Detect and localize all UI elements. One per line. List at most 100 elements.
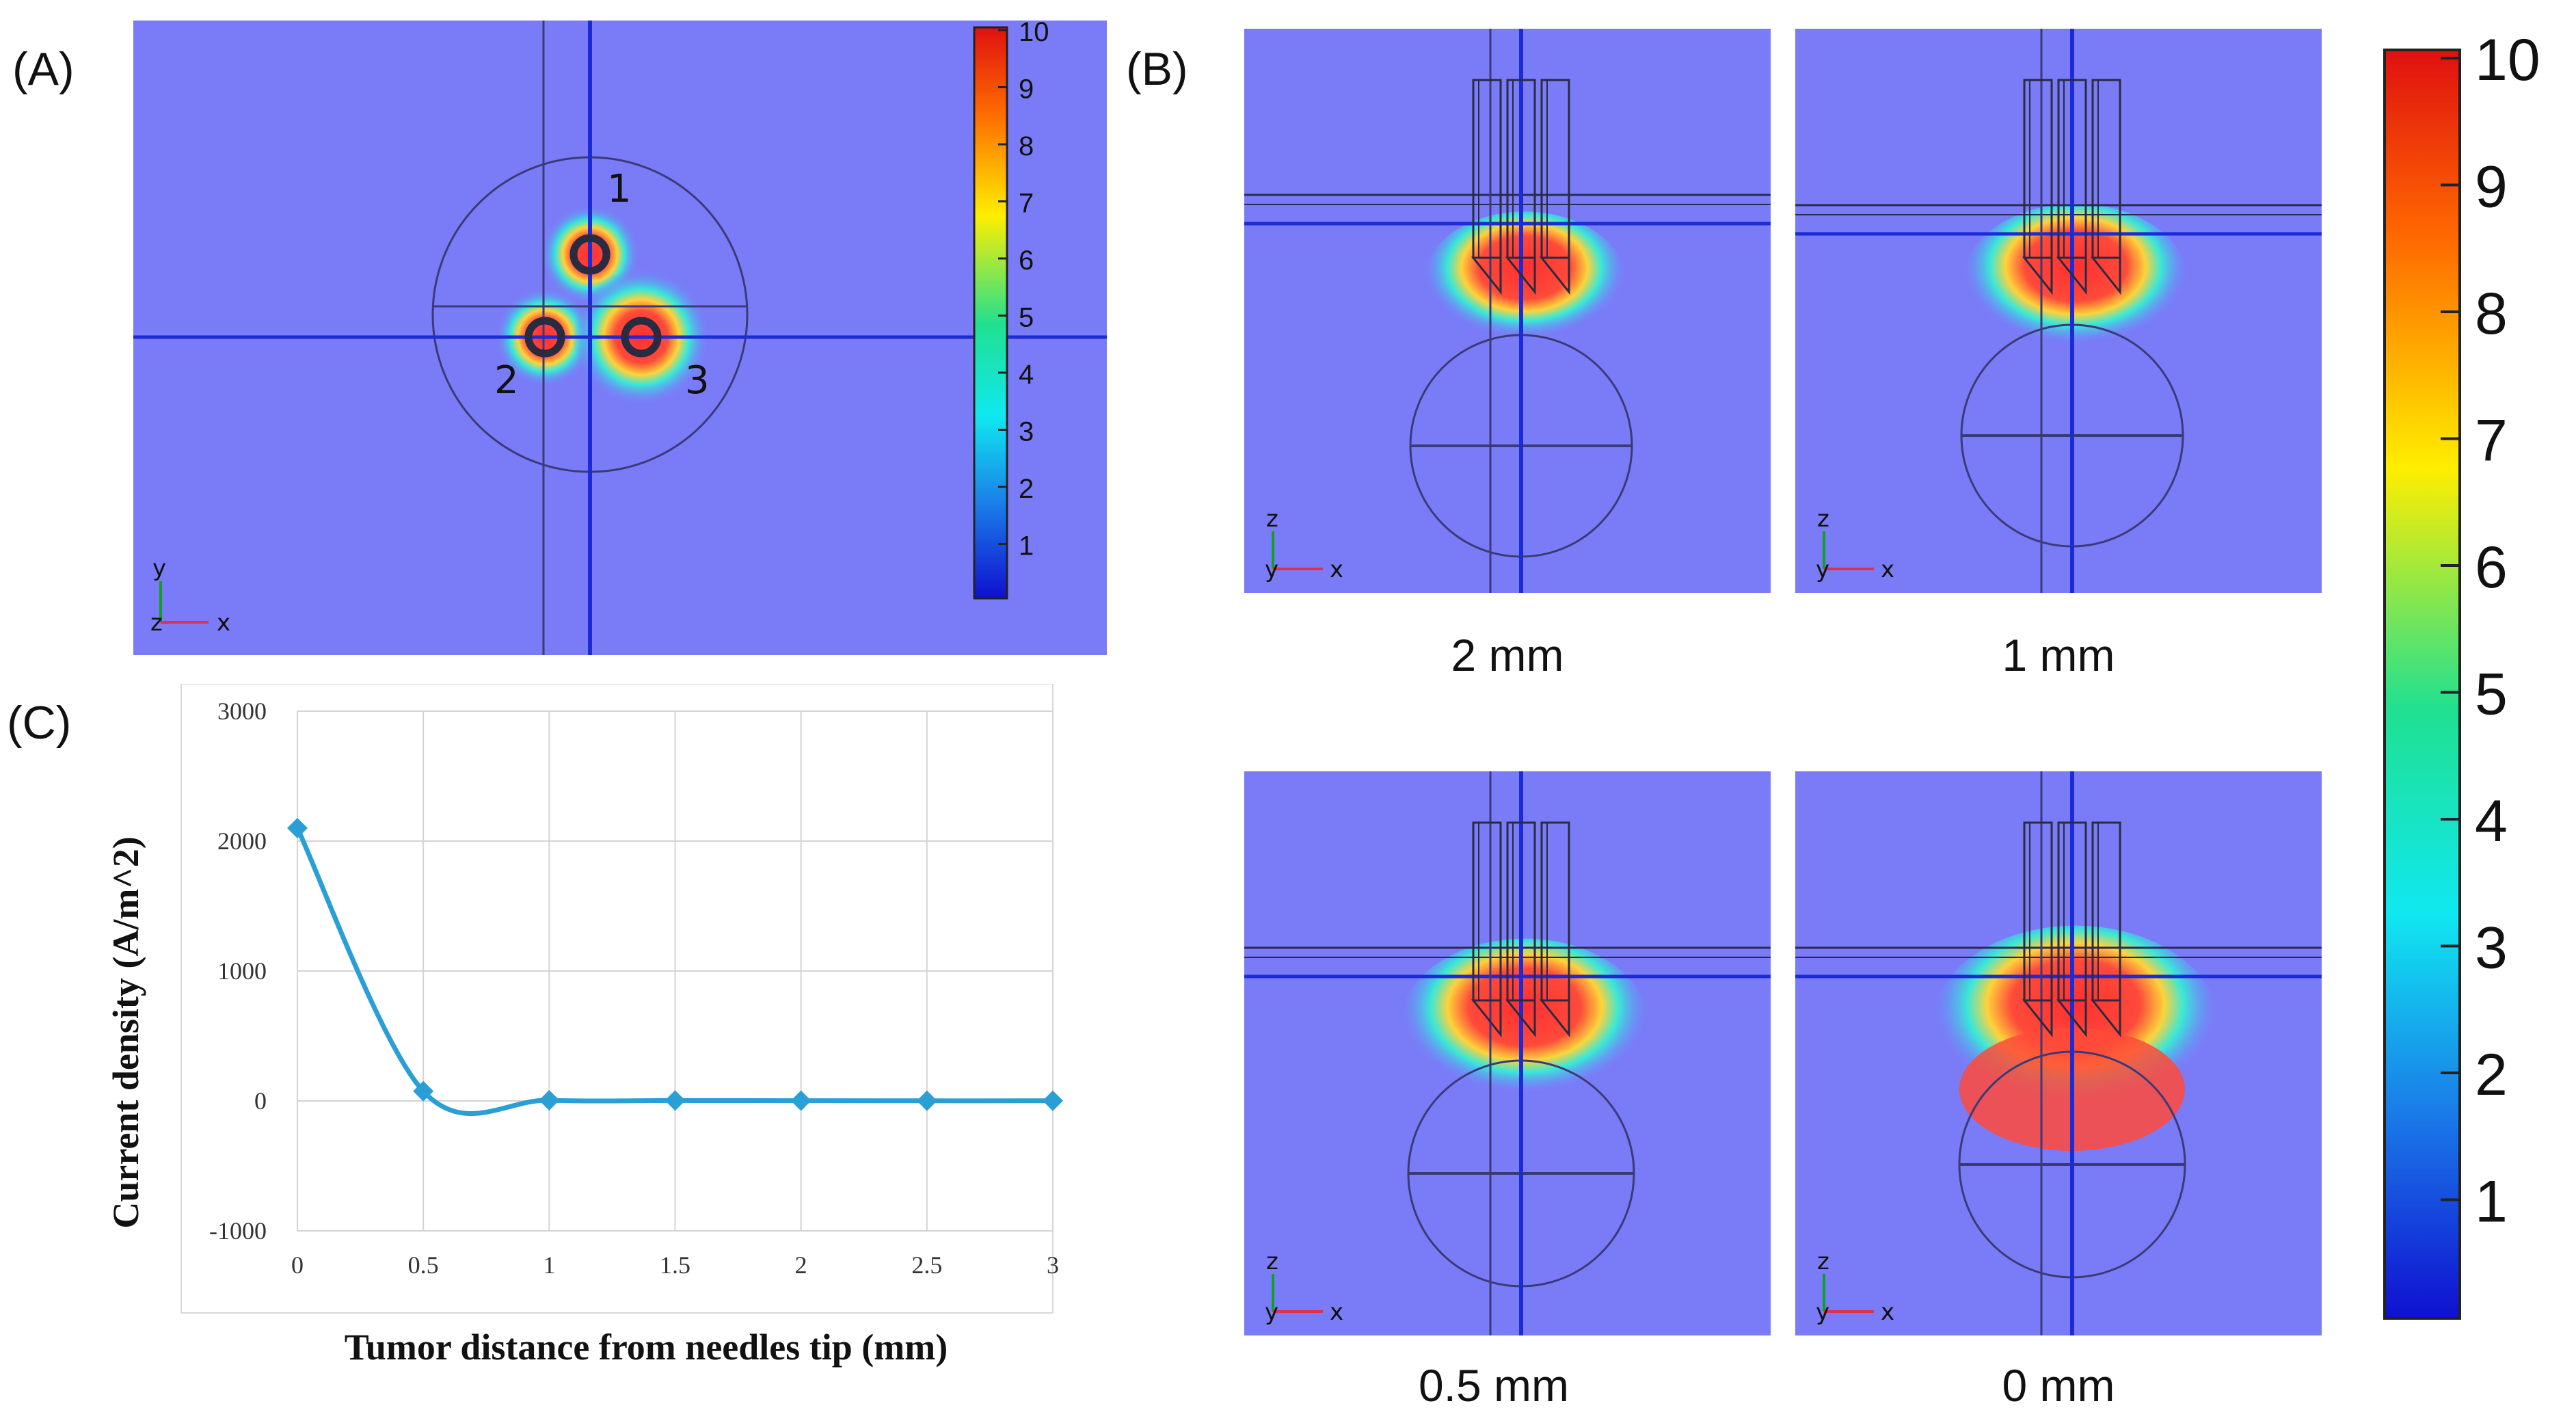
axis-triad-a: y z x xyxy=(150,555,230,637)
heat-region xyxy=(1400,938,1649,1111)
x-axis-label: Tumor distance from needles tip (mm) xyxy=(345,1327,948,1368)
series-markers xyxy=(287,818,1063,1111)
data-point xyxy=(665,1090,686,1111)
axis-right-label: x xyxy=(1881,1299,1894,1326)
needle-label-2: 2 xyxy=(494,358,519,403)
needle xyxy=(1505,79,1536,295)
caption-0mm: 0 mm xyxy=(2002,1360,2115,1411)
colorbar-a-tick-label: 2 xyxy=(1019,474,1034,504)
axis-right-label: x xyxy=(1881,556,1894,583)
needle xyxy=(2090,821,2121,1038)
colorbar-b-tick-label: 10 xyxy=(2475,38,2540,93)
heat-region xyxy=(1963,204,2188,360)
axis-up-label: z xyxy=(1266,1248,1278,1275)
colorbar-a-tick-label: 7 xyxy=(1019,189,1034,219)
data-point xyxy=(539,1090,560,1111)
needle xyxy=(2090,79,2121,295)
axis-out-label: z xyxy=(150,609,163,637)
data-point xyxy=(916,1090,937,1111)
needle xyxy=(1471,79,1502,295)
colorbar-a-tick-label: 9 xyxy=(1019,75,1034,105)
colorbar-b-tick-label: 7 xyxy=(2475,408,2508,474)
y-tick-label: -1000 xyxy=(209,1217,267,1245)
needle-2 xyxy=(524,317,565,358)
needle-3 xyxy=(621,317,662,358)
axis-triad-b: zy x xyxy=(1265,505,1343,583)
data-point xyxy=(790,1090,811,1111)
needle xyxy=(1539,79,1570,295)
colorbar-b-tick-label: 5 xyxy=(2475,662,2508,728)
colorbar-a-tick-label: 10 xyxy=(1019,21,1049,47)
colorbar-b-tick-label: 3 xyxy=(2475,916,2508,981)
panel-label-b: (B) xyxy=(1126,43,1188,95)
subplot-0mm: zy x xyxy=(1795,771,2322,1335)
colorbar-b-tick-label: 1 xyxy=(2475,1169,2508,1235)
needle xyxy=(2022,821,2053,1038)
caption-05mm: 0.5 mm xyxy=(1418,1360,1570,1411)
colorbar-b-tick-label: 4 xyxy=(2475,788,2508,854)
x-tick-label: 1 xyxy=(543,1251,555,1279)
y-tick-label: 0 xyxy=(254,1087,267,1115)
subplot-1mm: zy x xyxy=(1795,29,2322,593)
colorbar-b-bar xyxy=(2383,49,2461,1320)
x-tick-label: 1.5 xyxy=(660,1251,690,1279)
axis-up-label: z xyxy=(1817,1248,1829,1275)
colorbar-a-tick-label: 6 xyxy=(1019,245,1034,276)
caption-2mm: 2 mm xyxy=(1451,630,1564,680)
needle-label-3: 3 xyxy=(685,358,710,403)
x-tick-label: 2 xyxy=(795,1251,807,1279)
axis-up-label: z xyxy=(1817,505,1829,533)
colorbar-a-tick-label: 1 xyxy=(1019,531,1034,561)
axis-out-label: y xyxy=(1816,556,1829,583)
axis-out-label: y xyxy=(1816,1299,1829,1326)
axis-up-label: y xyxy=(152,555,166,582)
x-tick-label: 0.5 xyxy=(408,1251,439,1279)
needle xyxy=(2056,821,2087,1038)
axis-right-label: x xyxy=(1330,1299,1343,1326)
x-tick-label: 0 xyxy=(291,1251,304,1279)
colorbar-b-tick-label: 9 xyxy=(2475,155,2508,220)
axis-right-label: x xyxy=(1330,556,1343,583)
axis-triad-b: zy x xyxy=(1265,1248,1343,1326)
needle xyxy=(2022,79,2053,295)
colorbar-b-tick-label: 8 xyxy=(2475,281,2508,347)
data-point xyxy=(287,818,308,838)
axis-out-label: y xyxy=(1265,556,1278,583)
plot-frame xyxy=(180,684,1054,1314)
axis-triad-b: zy x xyxy=(1816,1248,1894,1326)
colorbar-b-tick-label: 6 xyxy=(2475,535,2508,600)
panel-label-a: (A) xyxy=(12,43,75,95)
needle-label-1: 1 xyxy=(607,167,632,211)
axis-out-label: y xyxy=(1265,1299,1278,1326)
subplot-2mm: zy x xyxy=(1244,29,1771,593)
needle-1 xyxy=(569,234,611,275)
axis-up-label: z xyxy=(1266,505,1278,533)
needle xyxy=(1539,821,1570,1038)
colorbar-a xyxy=(973,26,1008,600)
data-point xyxy=(413,1080,434,1102)
colorbar-a-tick-label: 8 xyxy=(1019,131,1034,161)
panel-label-c: (C) xyxy=(7,697,72,749)
colorbar-a-tick-label: 5 xyxy=(1019,303,1034,333)
y-tick-label: 3000 xyxy=(217,697,267,725)
data-point xyxy=(1043,1090,1063,1111)
y-axis-label: Current density (A/m^2) xyxy=(105,836,146,1228)
axis-triad-b: zy x xyxy=(1816,505,1894,583)
x-tick-label: 2.5 xyxy=(911,1251,942,1279)
caption-1mm: 1 mm xyxy=(2002,630,2115,680)
heat-region xyxy=(1423,211,1626,352)
axis-right-label: x xyxy=(217,609,230,637)
colorbar-a-tick-label: 4 xyxy=(1019,360,1034,390)
